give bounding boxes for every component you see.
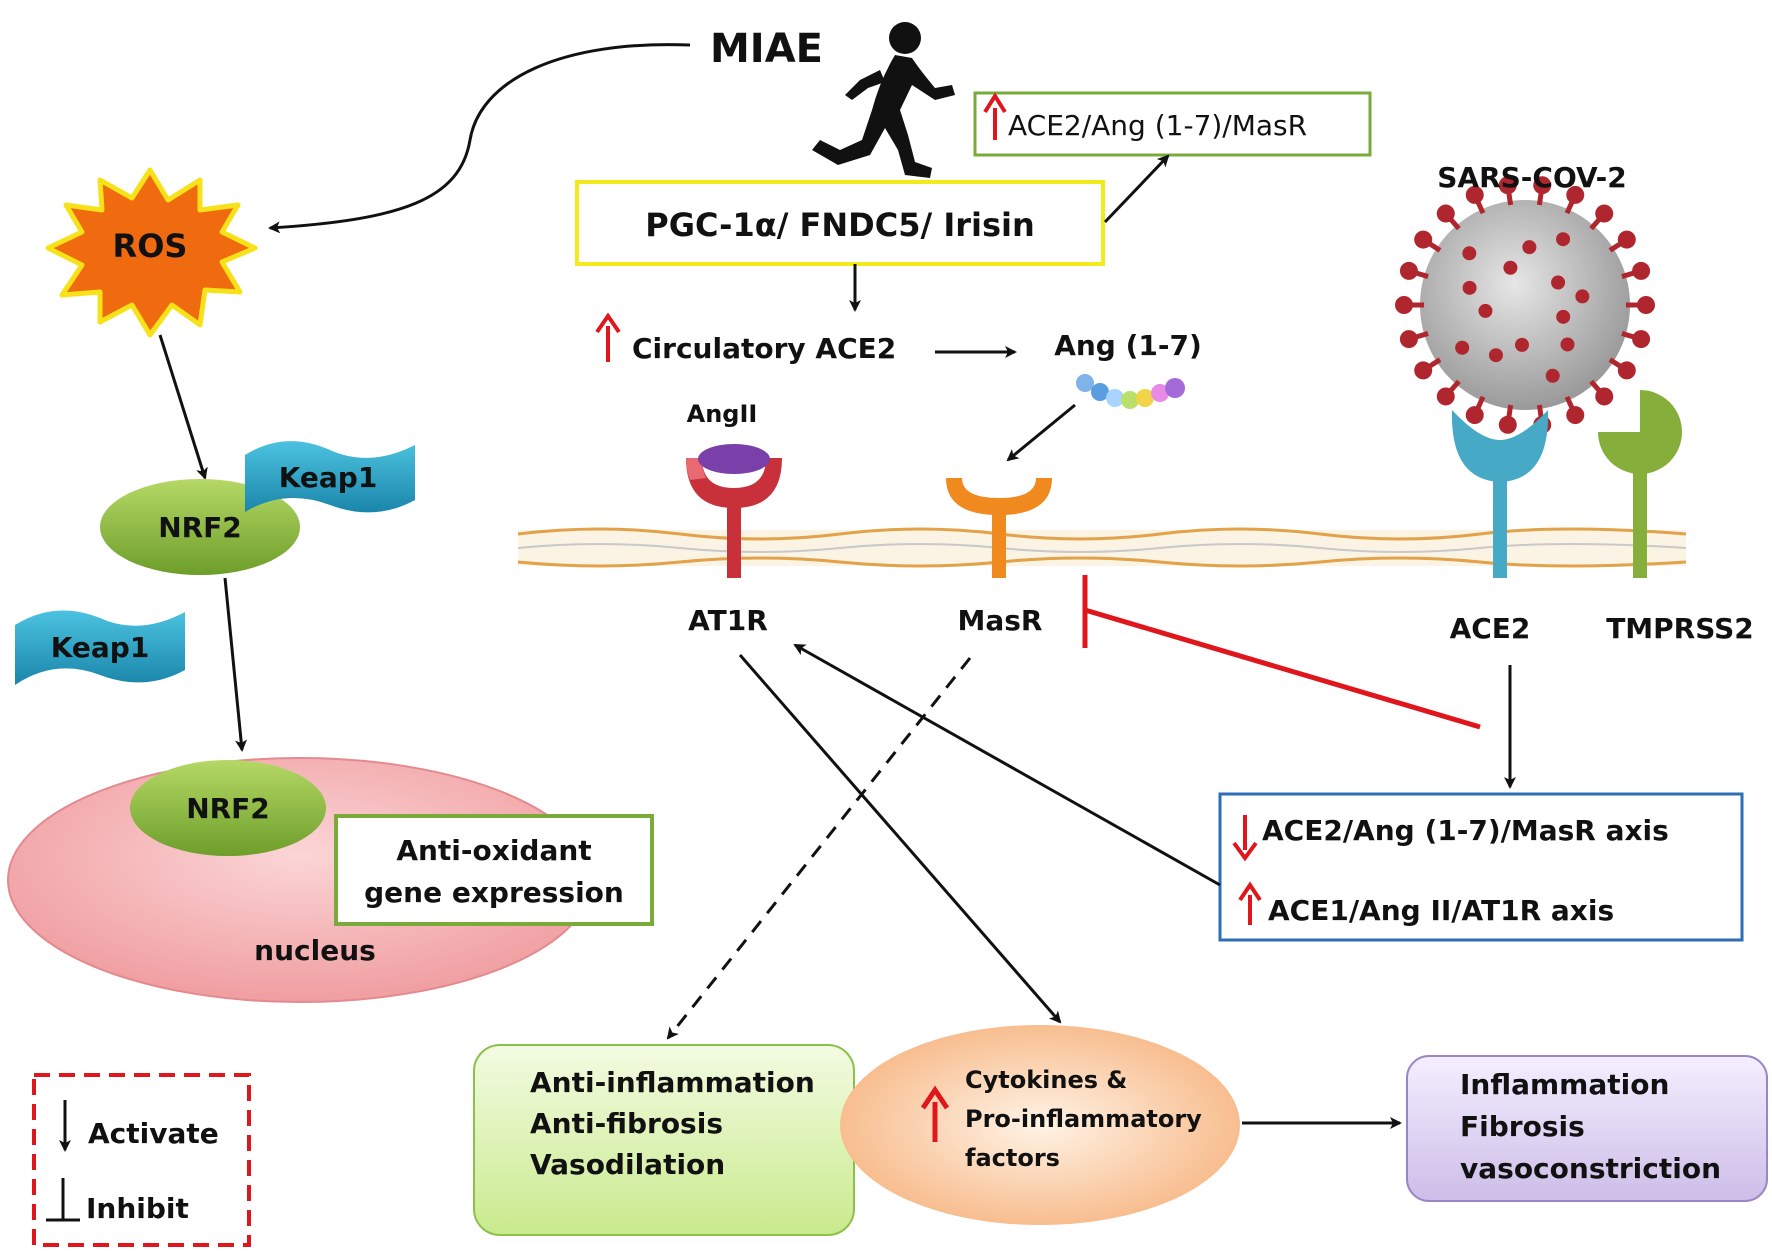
ros-label: ROS <box>113 227 188 265</box>
cytokines-line2: Pro-inflammatory <box>965 1105 1202 1133</box>
pgc-label: PGC-1α/ FNDC5/ Irisin <box>645 206 1035 244</box>
ace2-axis-up-label: ACE2/Ang (1-7)/MasR <box>1008 109 1307 142</box>
virus-label: SARS-COV-2 <box>1437 161 1627 194</box>
up-arrow-icon <box>983 92 1007 140</box>
ace2-receptor <box>1451 410 1549 578</box>
cell-membrane <box>517 527 1687 568</box>
nucleus-label: nucleus <box>254 934 376 967</box>
cytokines-ellipse <box>840 1025 1240 1225</box>
circulatory-ace2-label: Circulatory ACE2 <box>632 332 896 365</box>
sars-cov-2-virus-icon <box>1395 176 1655 434</box>
nrf2-nucleus-label: NRF2 <box>186 792 270 825</box>
axis-up-label: ACE1/Ang II/AT1R axis <box>1268 894 1614 927</box>
nrf2-nucleus-ellipse <box>130 760 326 856</box>
masr-receptor <box>946 478 1052 578</box>
legend-activate-label: Activate <box>88 1117 219 1150</box>
cytokines-line3: factors <box>965 1144 1060 1172</box>
keap1-free-label: Keap1 <box>51 631 150 664</box>
keap1-bound-shape <box>245 441 415 513</box>
keap1-free-shape <box>15 610 185 685</box>
miae-label: MIAE <box>710 26 823 72</box>
up-arrow-icon <box>920 1085 950 1142</box>
ang17-peptide-icon <box>1076 374 1185 409</box>
ace2-label: ACE2 <box>1450 612 1531 645</box>
pro-effects-line1: Inflammation <box>1460 1068 1669 1101</box>
antioxidant-box <box>334 814 654 926</box>
at1r-label: AT1R <box>688 604 768 637</box>
axis-down-label: ACE2/Ang (1-7)/MasR axis <box>1262 814 1669 847</box>
masr-label: MasR <box>958 604 1043 637</box>
angii-ligand <box>698 444 770 474</box>
tmprss2-label: TMPRSS2 <box>1606 612 1754 645</box>
cytokines-line1: Cytokines & <box>965 1066 1127 1094</box>
legend-inhibit-label: Inhibit <box>86 1192 189 1225</box>
antioxidant-line2: gene expression <box>364 876 624 909</box>
ace2-axis-up-box <box>973 91 1372 157</box>
pro-effects-box <box>1406 1055 1768 1202</box>
tmprss2-receptor <box>1598 390 1682 578</box>
pro-effects-line3: vasoconstriction <box>1460 1152 1721 1185</box>
up-arrow-icon <box>1238 881 1262 925</box>
ang17-label: Ang (1-7) <box>1054 329 1202 362</box>
keap1-bound-label: Keap1 <box>279 461 378 494</box>
up-arrow-icon <box>595 312 621 362</box>
angii-label: AngII <box>687 400 758 428</box>
down-arrow-icon <box>1232 815 1258 862</box>
anti-effects-line2: Anti-fibrosis <box>530 1107 723 1140</box>
axis-box <box>1218 792 1744 942</box>
runner-icon <box>812 22 955 178</box>
legend-box <box>32 1073 251 1247</box>
pro-effects-line2: Fibrosis <box>1460 1110 1585 1143</box>
pgc-box <box>575 180 1105 266</box>
ros-burst <box>45 167 258 338</box>
nrf2-cytoplasm-label: NRF2 <box>158 511 242 544</box>
anti-effects-line1: Anti-inflammation <box>530 1066 815 1099</box>
antioxidant-line1: Anti-oxidant <box>396 834 591 867</box>
anti-effects-line3: Vasodilation <box>530 1148 725 1181</box>
